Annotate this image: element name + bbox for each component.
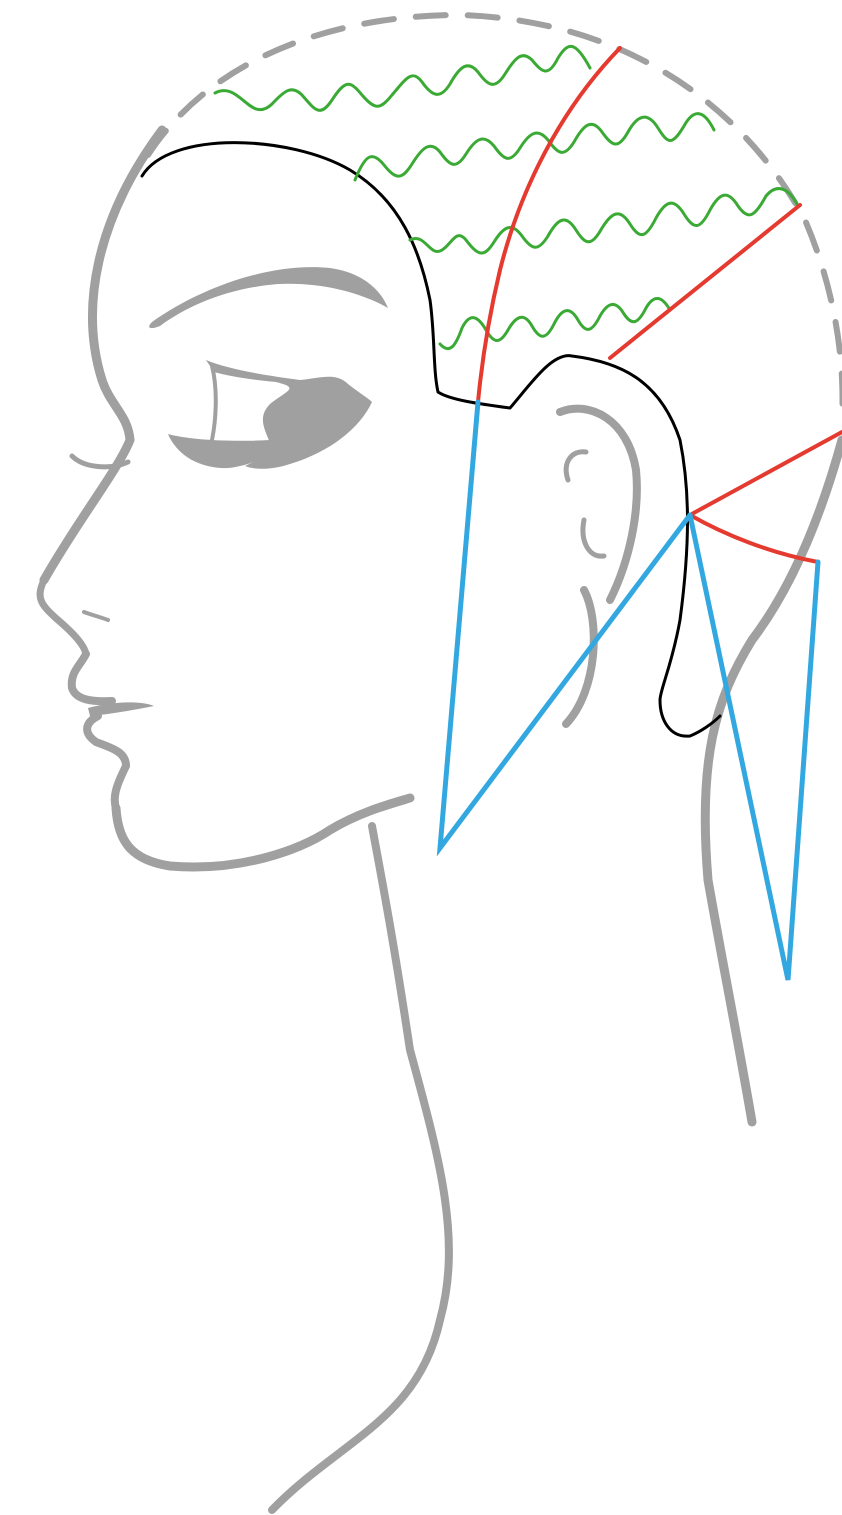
ear-lobe	[566, 590, 594, 724]
forehead-outline	[44, 130, 162, 580]
neck-front-outline	[272, 826, 449, 1510]
neck-back-outline	[705, 440, 842, 1122]
jaw-outline	[116, 798, 410, 867]
ear-helix	[560, 409, 637, 600]
red-line-crown	[478, 48, 620, 402]
ear-antihelix	[566, 452, 586, 480]
nose-crease	[84, 612, 108, 620]
eyebrow	[149, 267, 388, 328]
blue-triangles	[440, 402, 818, 980]
wave-line-3	[410, 189, 798, 253]
wave-line-1	[215, 46, 590, 110]
nose-outline	[40, 580, 86, 654]
lower-lip-outline	[87, 716, 126, 808]
wave-lines	[215, 46, 798, 348]
ear-tragus	[583, 520, 604, 556]
hairline	[142, 143, 720, 737]
red-line-upper-back	[610, 205, 800, 358]
nostril-outline	[72, 654, 112, 701]
wave-line-4	[440, 298, 670, 348]
skull-guide-dashed	[148, 15, 842, 420]
eye	[168, 360, 372, 469]
red-guide-lines	[478, 48, 842, 562]
eye-inner-corner	[212, 366, 216, 440]
